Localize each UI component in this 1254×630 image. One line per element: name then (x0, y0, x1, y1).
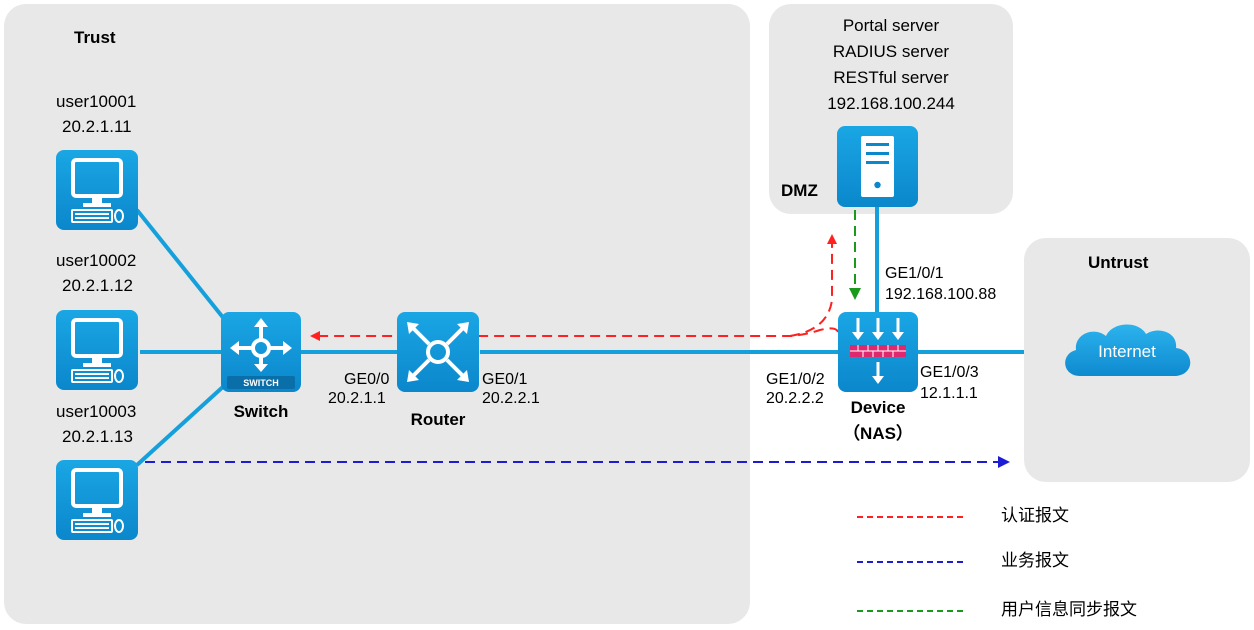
device-ip-right: 12.1.1.1 (920, 385, 978, 402)
user-ip: 20.2.1.13 (62, 427, 133, 446)
user-name: user10001 (56, 92, 137, 111)
device-sublabel: （NAS） (843, 424, 913, 443)
user-ip: 20.2.1.11 (62, 117, 132, 136)
device-port-top: GE1/0/1 (885, 265, 944, 282)
user-name: user10002 (56, 251, 137, 270)
device-port-left: GE1/0/2 (766, 371, 825, 388)
device-label: Device (850, 398, 906, 417)
server-icon (837, 126, 918, 207)
internet-label: Internet (1098, 342, 1156, 361)
legend-swatch-auth (857, 516, 963, 518)
untrust-zone-label: Untrust (1088, 253, 1149, 272)
server-ip: 192.168.100.244 (827, 94, 955, 113)
internet-cloud: Internet (1054, 314, 1200, 394)
server-label-3: RESTful server (833, 68, 949, 87)
switch-icon: SWITCH (221, 312, 301, 392)
trust-zone-label: Trust (74, 28, 116, 47)
legend-swatch-service (857, 561, 963, 563)
user-name: user10003 (56, 402, 137, 421)
router-port-right: GE0/1 (482, 371, 528, 388)
legend-label-sync: 用户信息同步报文 (1001, 600, 1137, 619)
router-icon (397, 312, 479, 392)
switch-label: Switch (233, 402, 289, 421)
auth-flow-arrow-up (789, 234, 837, 337)
pc-icon (56, 310, 138, 390)
router-ip-left: 20.2.1.1 (328, 390, 386, 407)
link-user1-switch (135, 208, 227, 322)
router-port-left: GE0/0 (344, 371, 390, 388)
link-user3-switch (135, 383, 227, 467)
router-ip-right: 20.2.2.1 (482, 390, 540, 407)
legend-label-service: 业务报文 (1001, 551, 1069, 570)
firewall-icon (838, 312, 918, 392)
pc-icon (56, 150, 138, 230)
user-ip: 20.2.1.12 (62, 276, 133, 295)
dmz-zone-label: DMZ (781, 181, 818, 200)
device-ip-top: 192.168.100.88 (885, 286, 997, 303)
router-label: Router (410, 410, 466, 429)
device-port-right: GE1/0/3 (920, 364, 979, 381)
switch-badge: SWITCH (243, 378, 279, 388)
cloud-icon (1065, 324, 1191, 376)
legend-label-auth: 认证报文 (1001, 506, 1069, 525)
server-label-2: RADIUS server (832, 42, 950, 61)
legend-swatch-sync (857, 610, 963, 612)
server-label-1: Portal server (842, 16, 940, 35)
pc-icon (56, 460, 138, 540)
device-ip-left: 20.2.2.2 (766, 390, 824, 407)
auth-flow-arrow (310, 327, 839, 341)
